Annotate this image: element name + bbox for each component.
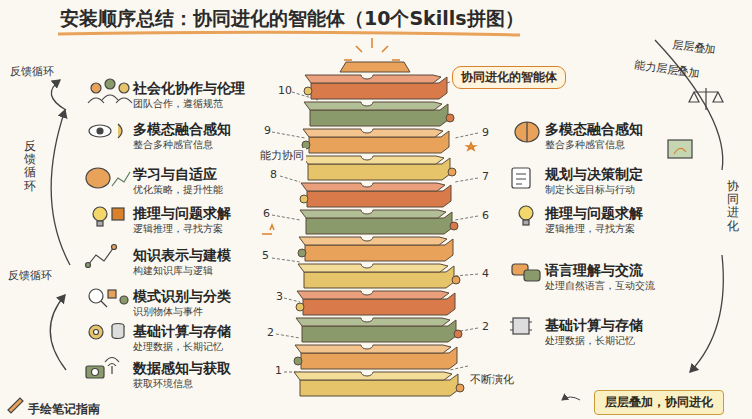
feedback-arc — [51, 110, 70, 265]
skill-desc: 处理数据，长期记忆 — [545, 334, 643, 347]
skill-desc: 优化策略，提升性能 — [133, 183, 223, 196]
skill-desc: 处理自然语言，互动交流 — [545, 279, 655, 292]
skill-title: 多模态融合感知 — [133, 121, 231, 138]
guide-label: 手绘笔记指南 — [28, 401, 100, 418]
skill-item: 学习与自适应优化策略，提升性能 — [133, 166, 223, 196]
title-underline — [58, 32, 520, 35]
skill-item: 模式识别与分类识别物体与事件 — [133, 288, 231, 318]
evolution-arc — [690, 255, 723, 372]
skill-title: 社会化协作与伦理 — [133, 80, 245, 97]
skill-title: 推理与问题求解 — [545, 205, 643, 222]
callout-number: 2 — [482, 320, 489, 333]
skill-title: 数据感知与获取 — [133, 360, 231, 377]
leader-lines — [272, 82, 478, 372]
skill-title: 多模态融合感知 — [545, 121, 643, 138]
skill-item: 多模态融合感知整合多种感官信息 — [545, 121, 643, 151]
skill-title: 语言理解与交流 — [545, 262, 655, 279]
skill-title: 知识表示与建模 — [133, 247, 231, 264]
skill-item: 规划与决策制定制定长远目标与行动 — [545, 166, 643, 196]
stack-label: 层层叠加 — [671, 37, 717, 58]
skill-desc: 整合多种感官信息 — [545, 138, 643, 151]
evolution-label: 协同进化 — [727, 180, 739, 233]
icons — [8, 79, 723, 413]
skill-desc: 制定长远目标与行动 — [545, 183, 643, 196]
callout-number: 9 — [264, 124, 271, 137]
skill-item: 基础计算与存储处理数据，长期记忆 — [133, 323, 231, 353]
skill-title: 基础计算与存储 — [545, 317, 643, 334]
callout-number: 1 — [275, 364, 282, 377]
skill-item: 数据感知与获取获取环境信息 — [133, 360, 231, 390]
skill-desc: 逻辑推理，寻找方案 — [545, 222, 643, 235]
skill-desc: 识别物体与事件 — [133, 305, 231, 318]
skill-item: 推理与问题求解逻辑推理，寻找方案 — [545, 205, 643, 235]
skill-desc: 处理数据，长期记忆 — [133, 340, 231, 353]
skill-item: 多模态融合感知整合多种感官信息 — [133, 121, 231, 151]
callout-number: 7 — [482, 170, 489, 183]
skill-title: 规划与决策制定 — [545, 166, 643, 183]
callout-number: 2 — [267, 326, 274, 339]
skill-title: 协同进化的智能体 — [461, 69, 557, 86]
skill-desc: 整合多种感官信息 — [133, 138, 231, 151]
skill-item: 知识表示与建模构建知识库与逻辑 — [133, 247, 231, 277]
sparkles — [262, 38, 475, 234]
callout-number: 6 — [263, 207, 270, 220]
callout-number: 9 — [482, 126, 489, 139]
callout-number: 5 — [262, 249, 269, 262]
skill-desc: 获取环境信息 — [133, 377, 231, 390]
callout-number: 10 — [278, 84, 292, 97]
evolution-arc — [655, 40, 723, 170]
stack-label: 能力层层叠加 — [633, 57, 700, 81]
callout-number: 8 — [270, 168, 277, 181]
skill-title: 模式识别与分类 — [133, 288, 231, 305]
skill-title: 基础计算与存储 — [133, 323, 231, 340]
note-arrow — [562, 397, 580, 400]
skill-title: 推理与问题求解 — [133, 205, 231, 222]
feedback-label: 反馈循环 — [8, 64, 56, 79]
callout-number: 6 — [482, 209, 489, 222]
synergy-label: 能力协同 — [258, 148, 306, 163]
skill-item: 语言理解与交流处理自然语言，互动交流 — [545, 262, 655, 292]
evolve-label: 不断演化 — [468, 372, 516, 387]
feedback-label: 反馈循环 — [6, 268, 54, 283]
skill-title: 层层叠加，协同进化 — [605, 394, 713, 411]
feedback-arc — [50, 295, 66, 370]
skill-desc: 逻辑推理，寻找方案 — [133, 222, 231, 235]
skill-title: 学习与自适应 — [133, 166, 223, 183]
skill-desc: 构建知识库与逻辑 — [133, 264, 231, 277]
feedback-label: 反馈循环 — [24, 140, 36, 193]
skill-item: 推理与问题求解逻辑推理，寻找方案 — [133, 205, 231, 235]
diagram-title: 安装顺序总结：协同进化的智能体（10个Skills拼图） — [60, 6, 524, 32]
skill-item: 社会化协作与伦理团队合作，遵循规范 — [133, 80, 245, 110]
puzzle-tower — [294, 62, 464, 396]
callout-box: 层层叠加，协同进化 — [594, 390, 724, 415]
callout-box: 协同进化的智能体 — [452, 66, 566, 89]
skill-desc: 团队合作，遵循规范 — [133, 97, 245, 110]
skill-item: 基础计算与存储处理数据，长期记忆 — [545, 317, 643, 347]
callout-number: 4 — [482, 267, 489, 280]
callout-number: 3 — [276, 290, 283, 303]
feedback-arc — [51, 80, 66, 110]
